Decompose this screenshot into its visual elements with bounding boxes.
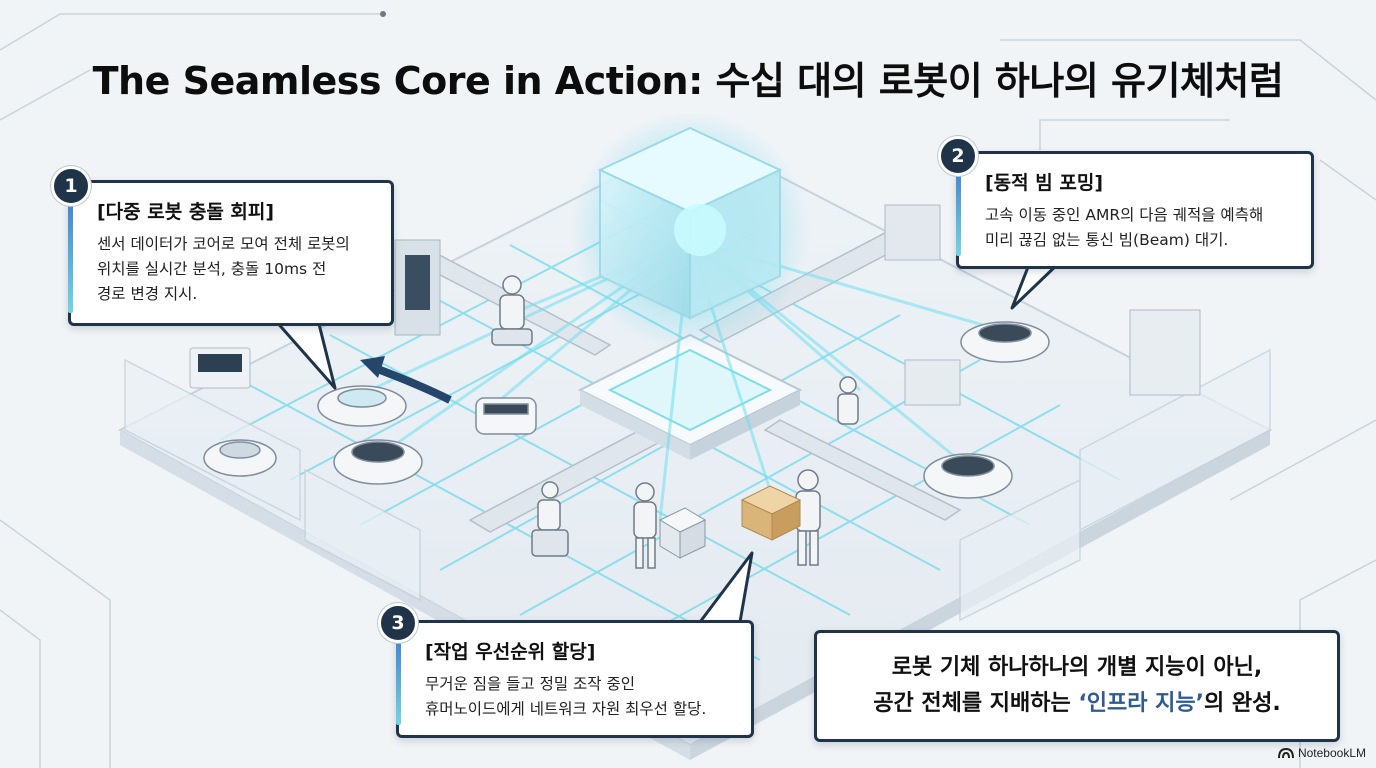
callout-text-line: 경로 변경 지시. <box>97 285 198 303</box>
robot-icon <box>491 275 859 569</box>
callout-text-line: 위치를 실시간 분석, 충돌 10ms 전 <box>97 260 327 278</box>
callout-number-1: 1 <box>51 166 91 206</box>
cargo-boxes <box>658 485 802 559</box>
summary-line-1: 로봇 기체 하나하나의 개별 지능이 아닌, <box>891 655 1263 680</box>
machines <box>189 204 1201 406</box>
central-platform <box>577 333 803 460</box>
summary-line-2-prefix: 공간 전체를 지배하는 <box>873 691 1079 716</box>
callout-text-line: 휴머노이드에게 네트워크 자원 최우선 할당. <box>425 700 707 718</box>
callout-dynamic-beamforming: [동적 빔 포밍] 고속 이동 중인 AMR의 다음 궤적을 예측해 미리 끊김… <box>956 151 1314 269</box>
callout-heading: [다중 로봇 충돌 회피] <box>97 201 275 223</box>
notebooklm-logo-icon <box>1277 747 1294 759</box>
vehicle-icon <box>203 321 1050 499</box>
brand-label: NotebookLM <box>1297 746 1366 760</box>
callout-heading: [작업 우선순위 할당] <box>425 641 596 663</box>
callout-number-2: 2 <box>938 136 978 176</box>
callout-accent-bar <box>396 633 401 725</box>
glass-partitions <box>124 348 1271 622</box>
callout-collision-avoidance: [다중 로봇 충돌 회피] 센서 데이터가 코어로 모여 전체 로봇의 위치를 … <box>68 180 394 326</box>
callout-accent-bar <box>68 193 73 313</box>
page-title: The Seamless Core in Action: 수십 대의 로봇이 하… <box>92 59 1284 103</box>
callout-text-line: 미리 끊김 없는 통신 빔(Beam) 대기. <box>985 231 1229 249</box>
callout-text-line: 무거운 짐을 들고 정밀 조작 중인 <box>425 675 636 693</box>
core-cube-icon <box>570 110 810 350</box>
callout-accent-bar <box>956 164 961 256</box>
callout-task-priority: [작업 우선순위 할당] 무거운 짐을 들고 정밀 조작 중인 휴머노이드에게 … <box>396 620 754 738</box>
summary-line-2: 공간 전체를 지배하는 ‘인프라 지능’의 완성. <box>873 686 1280 722</box>
summary-box: 로봇 기체 하나하나의 개별 지능이 아닌, 공간 전체를 지배하는 ‘인프라 … <box>814 630 1340 742</box>
summary-highlight: ‘인프라 지능’ <box>1078 691 1204 716</box>
callout-heading: [동적 빔 포밍] <box>985 172 1103 194</box>
callout-text-line: 센서 데이터가 코어로 모여 전체 로봇의 <box>97 235 350 253</box>
callout-text-line: 고속 이동 중인 AMR의 다음 궤적을 예측해 <box>985 206 1264 224</box>
callout-number-3: 3 <box>378 603 418 643</box>
path-change-arrow <box>373 364 452 404</box>
callout-pointers <box>273 260 1062 624</box>
summary-line-2-suffix: 의 완성. <box>1203 691 1281 716</box>
brand-watermark: NotebookLM <box>1277 746 1366 760</box>
